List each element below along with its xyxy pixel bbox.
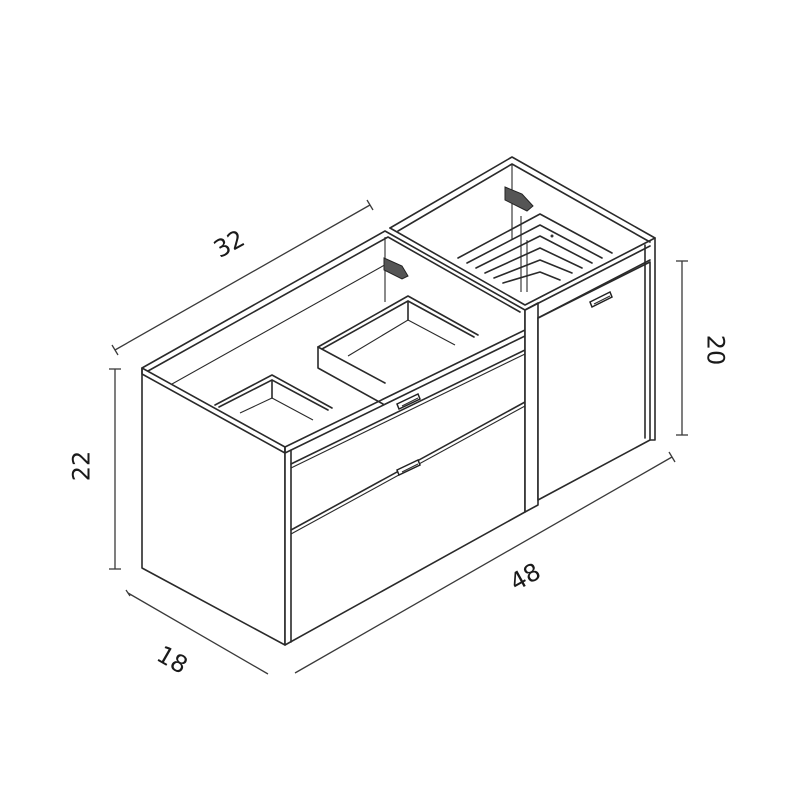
left-inner-drawer-1 [214, 374, 333, 421]
dimension-line-total-width [294, 451, 676, 674]
right-cabinet [389, 156, 656, 513]
right-cabinet-hinge [504, 186, 534, 212]
right-cabinet-door [537, 261, 651, 501]
drawer-handle-top [396, 392, 421, 411]
dimension-line-left-height [109, 368, 121, 570]
dimension-line-top-width [111, 199, 374, 356]
top-drawer-seam [290, 349, 526, 465]
left-cabinet [141, 230, 526, 646]
dimension-label-right-height: 20 [701, 334, 730, 366]
left-cabinet-side-panel [141, 367, 286, 646]
left-cabinet-hinge [383, 237, 409, 302]
cabinet-divider-stile [524, 302, 539, 513]
dimension-label-left-height: 22 [67, 450, 96, 482]
left-inner-drawer-2 [317, 295, 479, 405]
dimension-line-depth [125, 589, 269, 675]
door-handle [589, 290, 613, 309]
drawer-handle-bottom [396, 458, 421, 477]
left-cabinet-front [284, 329, 526, 646]
dimension-line-right-height [676, 260, 688, 436]
wire-basket [457, 213, 613, 292]
